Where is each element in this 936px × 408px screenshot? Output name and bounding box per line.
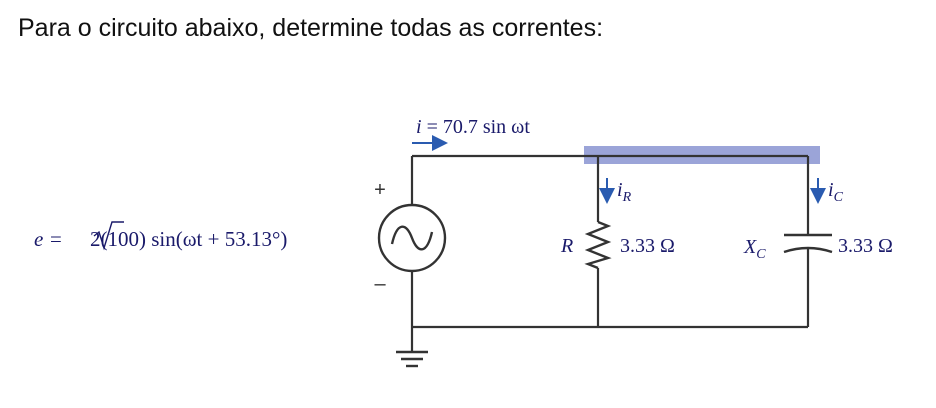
source-expression: e = 2(100) sin(ωt + 53.13°) <box>34 227 287 251</box>
source-minus: – <box>374 273 386 295</box>
question-text: Para o circuito abaixo, determine todas … <box>18 14 604 42</box>
capacitor-symbol-label: XC <box>743 236 766 262</box>
capacitor-current-label: iC <box>828 179 844 205</box>
ground-icon <box>396 350 428 368</box>
resistor-current-label: iR <box>617 179 632 205</box>
wires <box>410 154 810 352</box>
capacitor-symbol <box>783 233 833 254</box>
main-current-label: i = 70.7 sin ωt <box>416 116 530 138</box>
resistor-symbol <box>584 220 612 270</box>
ac-source-icon <box>377 203 447 273</box>
source-plus: + <box>374 179 386 201</box>
resistor-value: 3.33 Ω <box>620 235 675 257</box>
resistor-symbol-label: R <box>560 235 573 257</box>
sqrt-sign <box>93 221 124 251</box>
capacitor-value: 3.33 Ω <box>838 235 893 257</box>
